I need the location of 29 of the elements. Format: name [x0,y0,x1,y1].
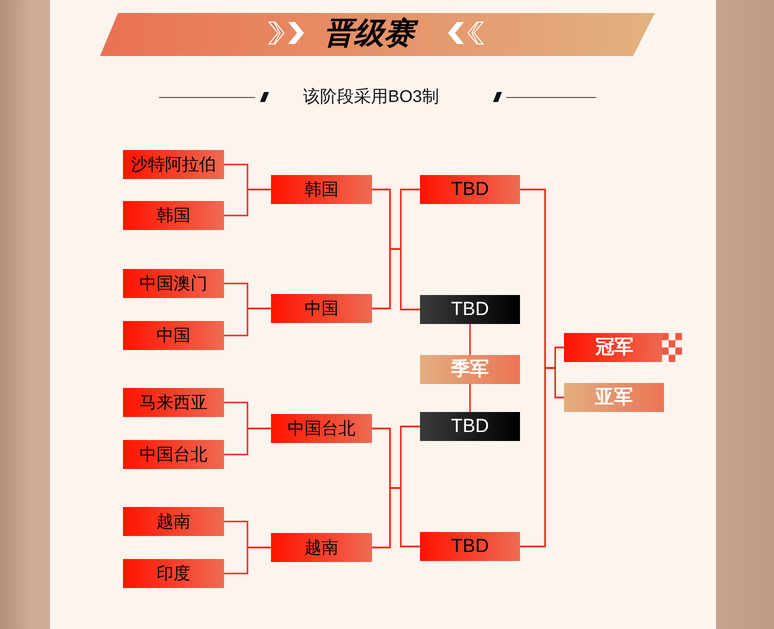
third-place-box: 季军 [420,355,520,384]
team-box: 印度 [123,559,224,588]
bracket-line [224,308,271,336]
team-box: 中国台北 [123,440,224,469]
match-slot-box: TBD [420,412,520,441]
team-box: 越南 [271,533,372,562]
title: 晋级赛 [320,16,424,52]
team-box: 中国 [123,321,224,350]
team-box: 中国台北 [271,414,372,443]
team-box: 韩国 [123,201,224,230]
subtitle: 该阶段采用BO3制 [303,88,440,107]
match-slot-box: TBD [420,532,520,561]
bracket-line [372,487,420,548]
bracket-line [469,324,471,355]
champion-box: 冠军 [564,333,665,362]
match-slot-box: TBD [420,175,520,204]
bracket-line [224,428,271,456]
team-box: 韩国 [271,175,372,204]
bracket-line [469,384,471,412]
team-box: 沙特阿拉伯 [123,150,224,179]
team-box: 中国 [271,294,372,323]
team-box: 马来西亚 [123,388,224,417]
bracket-line [372,248,420,310]
bracket-line [224,546,271,574]
team-box: 中国澳门 [123,269,224,298]
team-box: 越南 [123,507,224,536]
match-slot-box: TBD [420,295,520,324]
runner-up-box: 亚军 [564,383,664,412]
bracket-line [224,188,271,216]
